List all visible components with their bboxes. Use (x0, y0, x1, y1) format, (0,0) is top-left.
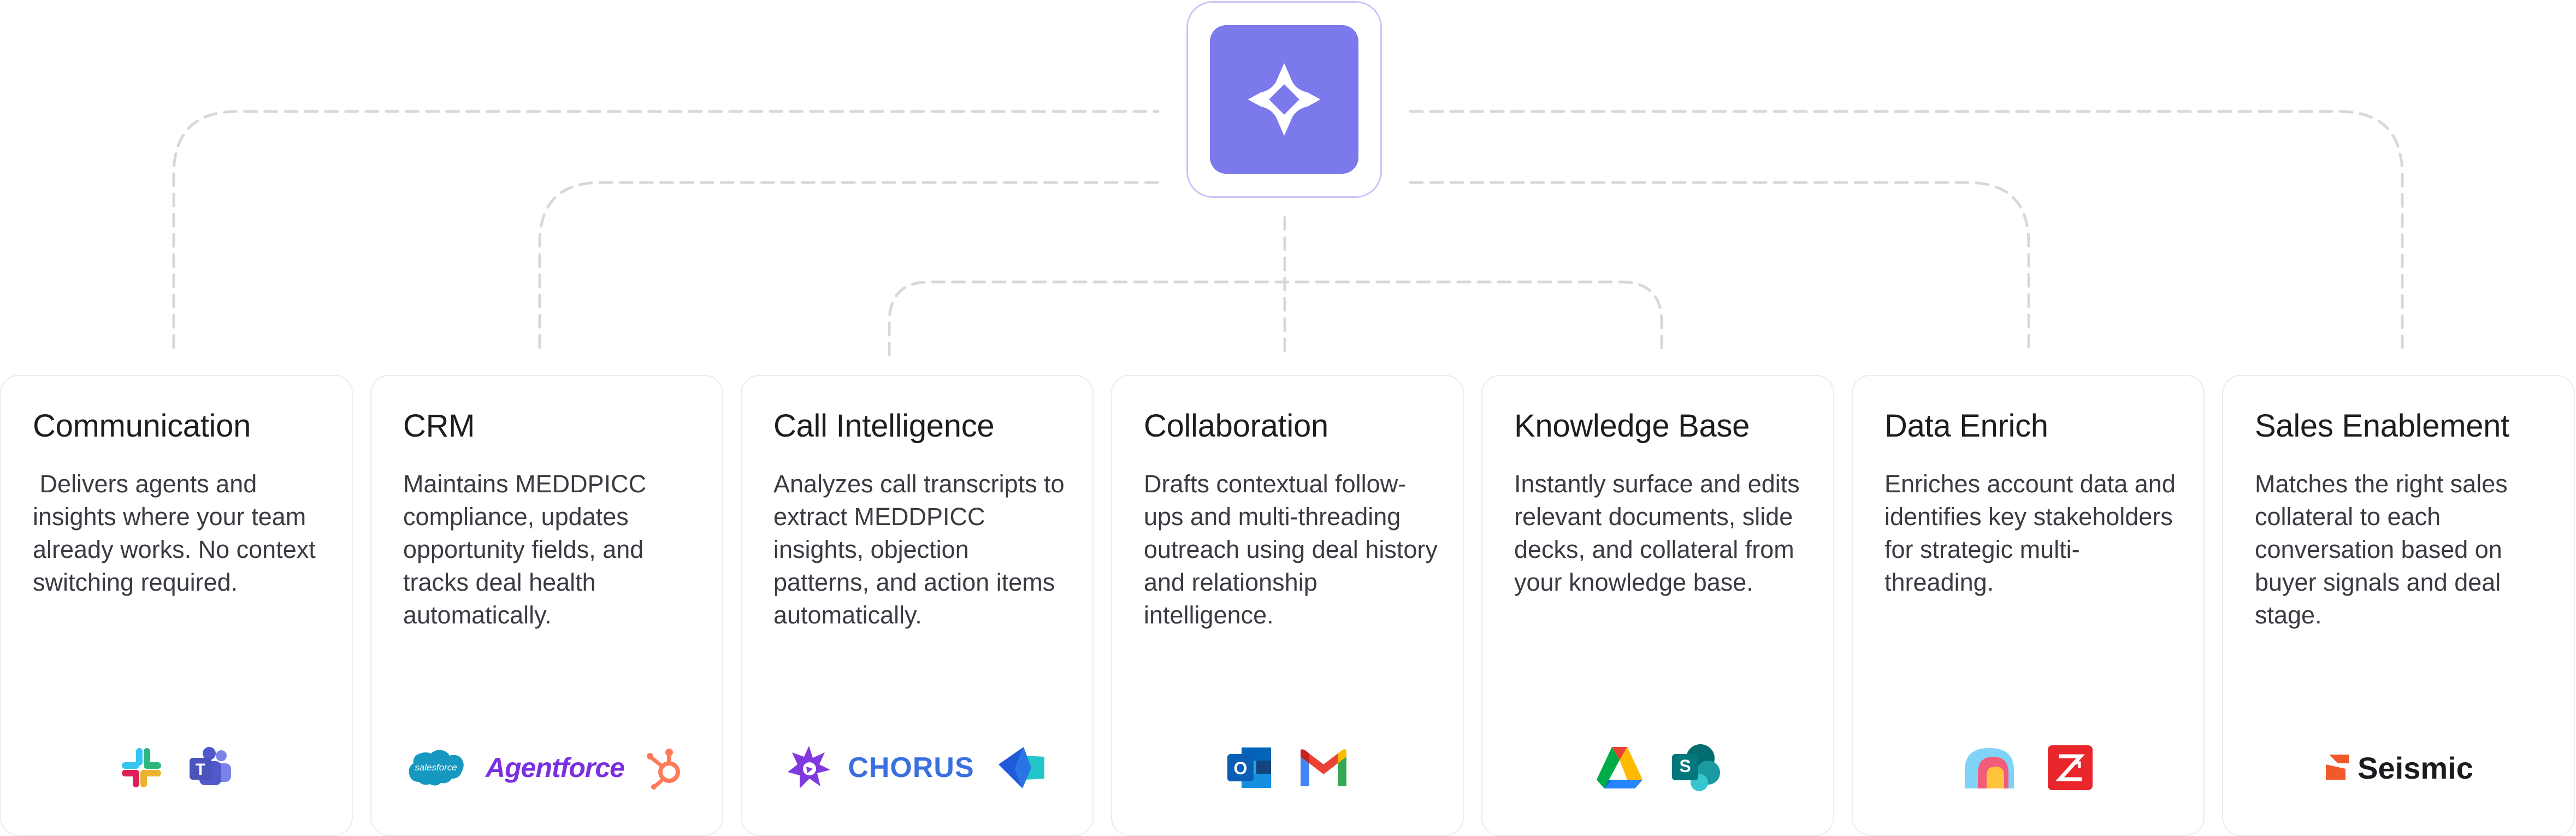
seismic-logo: Seismic (2324, 750, 2473, 786)
logo-row: T (1, 743, 352, 792)
logo-row: salesforce Agentforce (371, 743, 722, 792)
logo-row: Seismic (2223, 743, 2574, 792)
outreach-kaia-icon (991, 745, 1048, 791)
card-title: Knowledge Base (1514, 408, 1750, 444)
hubspot-icon (645, 746, 687, 790)
chorus-logo: CHORUS (848, 752, 974, 784)
connector-middle (538, 181, 2030, 349)
card-description: Delivers agents and insights where your … (33, 470, 323, 596)
google-drive-icon (1593, 745, 1646, 791)
connector-inner (888, 280, 1663, 357)
card-knowledge-base: Knowledge Base Instantly surface and edi… (1481, 375, 1834, 836)
hub-logo-frame (1186, 1, 1382, 198)
card-description: Maintains MEDDPICC compliance, updates o… (403, 470, 653, 629)
spark-logo-icon (1248, 63, 1321, 136)
card-communication: Communication Delivers agents and insigh… (0, 375, 353, 836)
outlook-label: O (1233, 758, 1248, 778)
microsoft-teams-icon: T (187, 746, 233, 790)
card-title: Collaboration (1144, 408, 1328, 444)
card-collaboration: Collaboration Drafts contextual follow-u… (1111, 375, 1464, 836)
card-call-intelligence: Call Intelligence Analyzes call transcri… (741, 375, 1094, 836)
seismic-wordmark: Seismic (2358, 750, 2473, 785)
slack-icon (120, 746, 163, 790)
zoominfo-icon (2047, 744, 2094, 791)
gong-icon (787, 745, 831, 791)
card-description: Drafts contextual follow-ups and multi-t… (1144, 470, 1445, 629)
gmail-icon (1297, 747, 1350, 788)
card-crm: CRM Maintains MEDDPICC compliance, updat… (370, 375, 723, 836)
card-title: Sales Enablement (2255, 408, 2509, 444)
card-title: Communication (33, 408, 251, 444)
card-data-enrich: Data Enrich Enriches account data and id… (1852, 375, 2205, 836)
salesforce-label: salesforce (415, 762, 457, 773)
card-sales-enablement: Sales Enablement Matches the right sales… (2222, 375, 2575, 836)
seismic-mark-icon (2326, 755, 2349, 780)
clay-icon (1963, 745, 2016, 791)
logo-row (1853, 743, 2203, 792)
logo-row: S (1482, 743, 1833, 792)
svg-text:T: T (196, 761, 205, 779)
card-description: Enriches account data and identifies key… (1884, 470, 2183, 596)
card-description: Instantly surface and edits relevant doc… (1514, 470, 1807, 596)
card-title: Call Intelligence (773, 408, 995, 444)
outlook-icon: O (1225, 744, 1273, 791)
logo-row: O (1112, 743, 1463, 792)
card-title: CRM (403, 408, 475, 444)
hub-logo-tile (1210, 25, 1358, 174)
logo-row: CHORUS (742, 743, 1092, 792)
card-title: Data Enrich (1884, 408, 2048, 444)
sharepoint-icon: S (1670, 743, 1722, 792)
card-description: Analyzes call transcripts to extract MED… (773, 470, 1072, 629)
agentforce-logo: Agentforce (486, 752, 625, 783)
salesforce-icon: salesforce (407, 748, 465, 787)
card-description: Matches the right sales collateral to ea… (2255, 470, 2515, 629)
sharepoint-label: S (1679, 756, 1691, 776)
connector-outer (172, 110, 2404, 349)
